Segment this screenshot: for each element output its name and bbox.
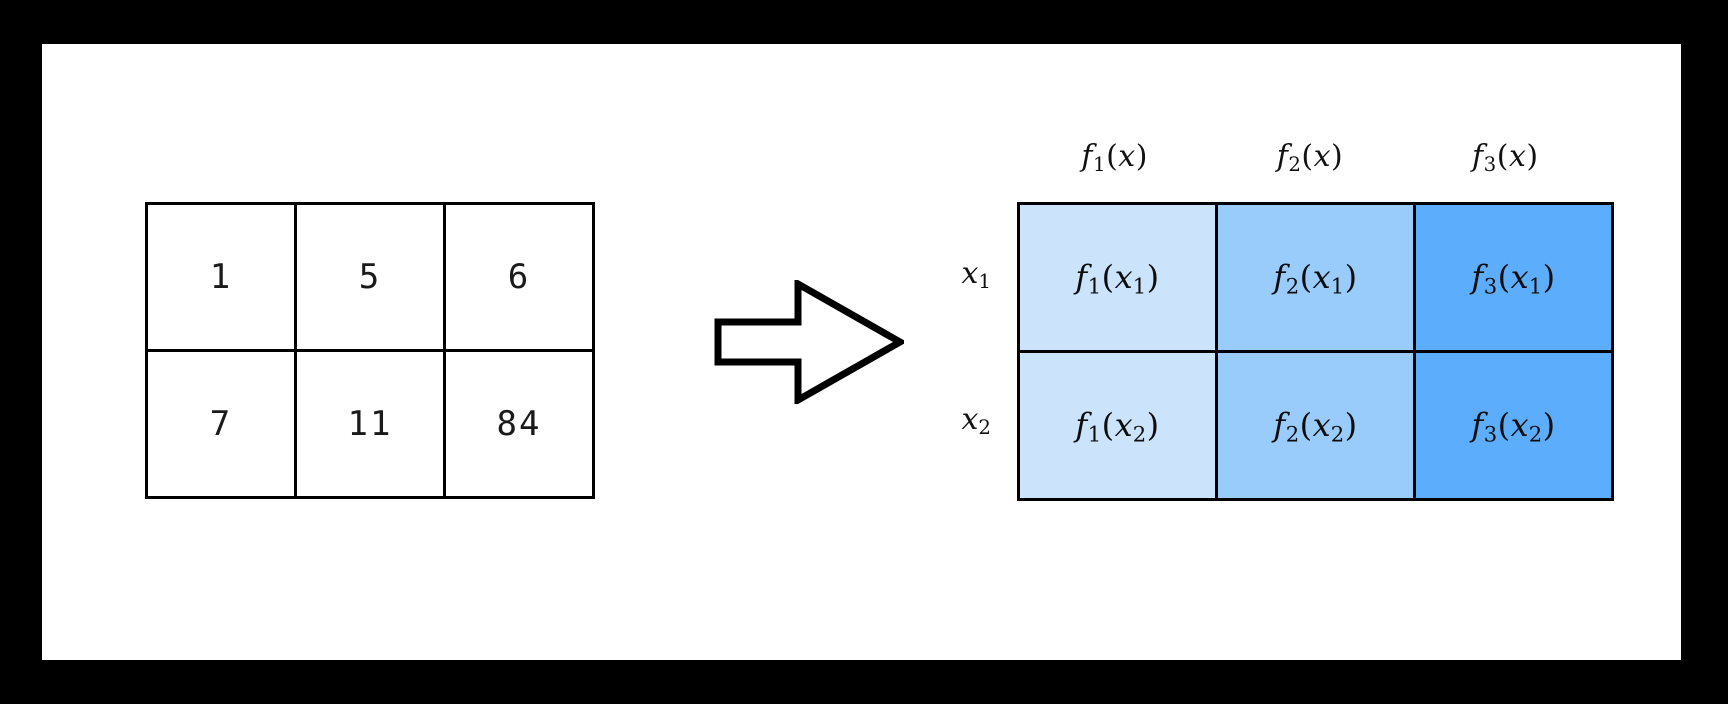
transformed-feature-block: f1(x) f2(x) f3(x) x1 x2	[904, 122, 1614, 542]
column-header-f1: f1(x)	[1017, 122, 1212, 194]
raw-cell-value: 5	[358, 257, 382, 297]
output-row-label-column: x1 x2	[904, 202, 1009, 494]
transformed-feature-table: f1(x1) f2(x1) f3(x1) f1(x2)	[1017, 202, 1614, 501]
feature-cell-math: f3(x2)	[1471, 405, 1556, 447]
column-header-f3-math: f3(x)	[1472, 138, 1539, 176]
feature-cell-math: f3(x1)	[1471, 257, 1556, 299]
feature-cell-f1x2: f1(x2)	[1017, 350, 1218, 501]
column-header-f2: f2(x)	[1212, 122, 1407, 194]
column-header-f3: f3(x)	[1408, 122, 1603, 194]
output-column-header-row: f1(x) f2(x) f3(x)	[1017, 122, 1603, 194]
table-row: f1(x2) f2(x2) f3(x2)	[1017, 350, 1614, 501]
raw-cell-r1c3: 6	[443, 202, 595, 352]
arrow-shape	[714, 280, 904, 404]
feature-cell-f1x1: f1(x1)	[1017, 202, 1218, 353]
raw-cell-value: 7	[209, 404, 233, 444]
transformed-feature-table-body: f1(x1) f2(x1) f3(x1) f1(x2)	[1017, 202, 1614, 501]
raw-cell-r1c1: 1	[145, 202, 297, 352]
feature-cell-math: f2(x2)	[1273, 405, 1358, 447]
table-row: 1 5 6	[145, 202, 595, 352]
column-header-f1-math: f1(x)	[1081, 138, 1148, 176]
column-header-f2-math: f2(x)	[1276, 138, 1343, 176]
row-label-x2: x2	[904, 348, 1009, 494]
raw-cell-value: 11	[347, 404, 393, 444]
feature-cell-f2x2: f2(x2)	[1215, 350, 1416, 501]
raw-feature-table: 1 5 6 7 11 84	[145, 202, 595, 499]
feature-cell-f3x2: f3(x2)	[1413, 350, 1614, 501]
raw-cell-r1c2: 5	[294, 202, 446, 352]
figure-canvas: 1 5 6 7 11 84 f1(x)	[42, 44, 1681, 660]
feature-cell-math: f1(x2)	[1075, 405, 1160, 447]
transform-arrow-icon	[714, 280, 904, 404]
row-label-x2-math: x2	[961, 401, 991, 439]
raw-feature-table-body: 1 5 6 7 11 84	[145, 202, 595, 499]
table-row: 7 11 84	[145, 349, 595, 499]
feature-cell-math: f1(x1)	[1075, 257, 1160, 299]
raw-cell-r2c2: 11	[294, 349, 446, 499]
feature-cell-math: f2(x1)	[1273, 257, 1358, 299]
raw-cell-r2c3: 84	[443, 349, 595, 499]
feature-cell-f3x1: f3(x1)	[1413, 202, 1614, 353]
feature-cell-f2x1: f2(x1)	[1215, 202, 1416, 353]
raw-cell-value: 6	[507, 257, 531, 297]
row-label-x1: x1	[904, 202, 1009, 348]
raw-cell-value: 84	[496, 404, 542, 444]
raw-cell-r2c1: 7	[145, 349, 297, 499]
raw-cell-value: 1	[209, 257, 233, 297]
table-row: f1(x1) f2(x1) f3(x1)	[1017, 202, 1614, 353]
row-label-x1-math: x1	[961, 255, 991, 293]
